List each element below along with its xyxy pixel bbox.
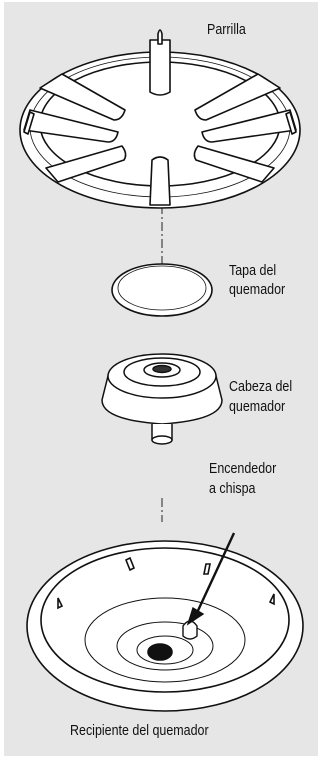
label-bowl: Recipiente del quemador — [70, 723, 209, 739]
label-cap-line2: quemador — [229, 282, 286, 298]
burner-cap — [111, 263, 213, 317]
label-head-line2: quemador — [229, 399, 286, 415]
label-igniter-line2: a chispa — [209, 481, 256, 497]
label-head-line1: Cabeza del — [229, 379, 293, 395]
label-igniter-line1: Encendedor — [209, 461, 277, 477]
spark-igniter — [182, 532, 236, 640]
burner-grate — [19, 29, 301, 209]
label-grate: Parrilla — [207, 22, 246, 38]
label-cap-line1: Tapa del — [229, 263, 277, 279]
burner-head — [101, 353, 223, 445]
burner-bowl — [26, 540, 304, 712]
igniter-pointer-arrow — [193, 532, 236, 618]
